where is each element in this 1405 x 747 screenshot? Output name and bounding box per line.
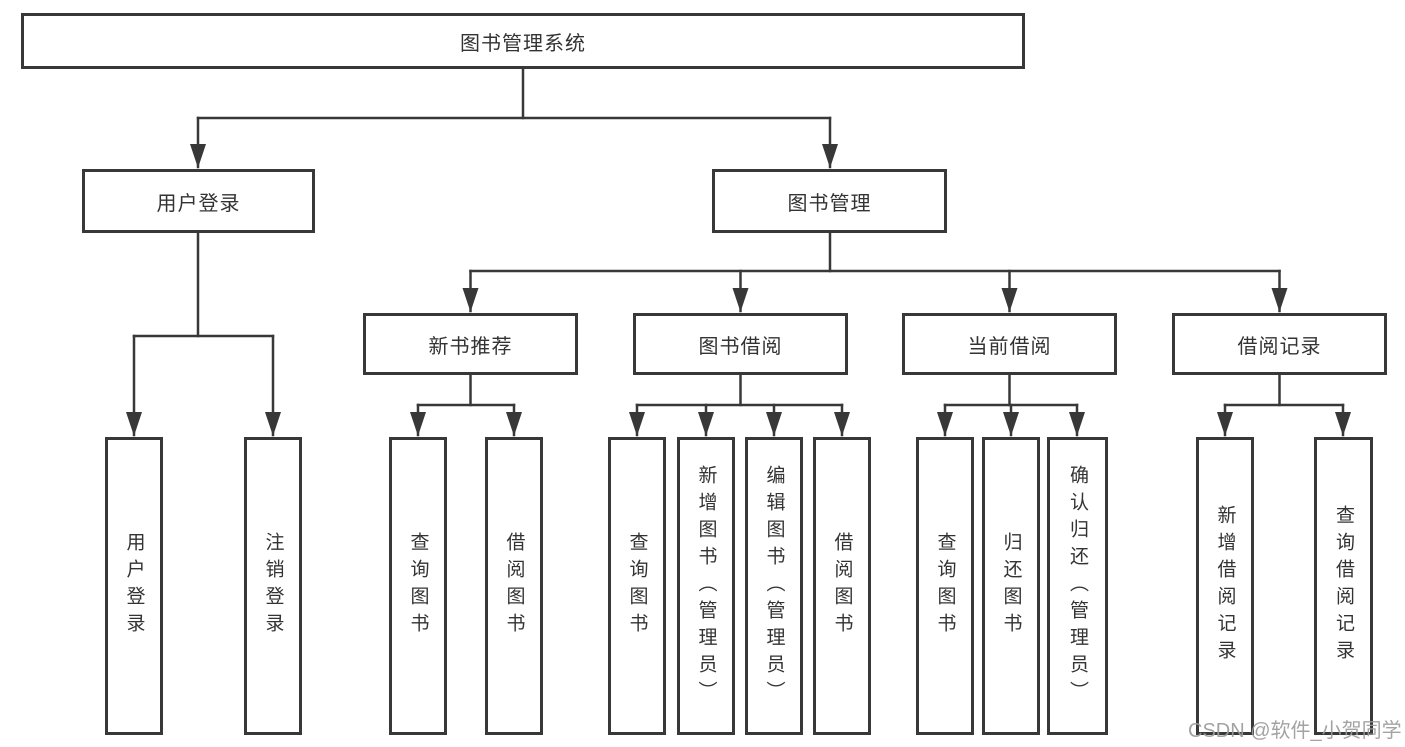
leaf-add-borrow-record-label: 新增借阅记录 xyxy=(1214,505,1236,667)
leaf-add-borrow-record: 新增借阅记录 xyxy=(1196,437,1254,735)
leaf-borrow-books-recommend-label: 借阅图书 xyxy=(503,532,525,640)
node-book-borrowing-label: 图书借阅 xyxy=(698,335,783,358)
node-user-login: 用户登录 xyxy=(82,169,315,233)
leaf-return-book-label: 归还图书 xyxy=(1000,532,1022,640)
node-current-borrowing-label: 当前借阅 xyxy=(967,335,1052,358)
leaf-edit-book-admin-label: 编辑图书（管理员） xyxy=(763,464,785,708)
leaf-query-books-recommend: 查询图书 xyxy=(389,437,447,735)
node-root-system-label: 图书管理系统 xyxy=(460,32,586,55)
leaf-borrow-books-recommend: 借阅图书 xyxy=(485,437,543,735)
leaf-query-books-borrowing-label: 查询图书 xyxy=(626,532,648,640)
node-book-borrowing: 图书借阅 xyxy=(633,313,848,375)
node-new-book-recommend: 新书推荐 xyxy=(363,313,578,375)
node-new-book-recommend-label: 新书推荐 xyxy=(428,335,513,358)
leaf-borrow-books: 借阅图书 xyxy=(813,437,871,735)
leaf-logout-login: 注销登录 xyxy=(244,437,302,735)
leaf-query-books-recommend-label: 查询图书 xyxy=(407,532,429,640)
leaf-query-books-borrowing: 查询图书 xyxy=(608,437,666,735)
leaf-borrow-books-label: 借阅图书 xyxy=(831,532,853,640)
csdn-watermark: CSDN @软件_小贺同学 xyxy=(1188,720,1402,742)
leaf-query-books-current: 查询图书 xyxy=(916,437,974,735)
node-book-management-label: 图书管理 xyxy=(787,192,872,215)
node-current-borrowing: 当前借阅 xyxy=(902,313,1117,375)
leaf-confirm-return-admin-label: 确认归还（管理员） xyxy=(1067,464,1088,708)
leaf-user-login-label: 用户登录 xyxy=(123,532,145,640)
node-book-management: 图书管理 xyxy=(712,169,947,233)
leaf-add-book-admin-label: 新增图书（管理员） xyxy=(695,464,717,708)
node-borrowing-records: 借阅记录 xyxy=(1172,313,1387,375)
leaf-return-book: 归还图书 xyxy=(982,437,1040,735)
leaf-logout-login-label: 注销登录 xyxy=(262,532,284,640)
leaf-confirm-return-admin: 确认归还（管理员） xyxy=(1047,437,1108,735)
node-root-system: 图书管理系统 xyxy=(21,13,1025,69)
leaf-query-borrow-record: 查询借阅记录 xyxy=(1314,437,1373,735)
leaf-user-login: 用户登录 xyxy=(105,437,163,735)
leaf-edit-book-admin: 编辑图书（管理员） xyxy=(745,437,803,735)
leaf-add-book-admin: 新增图书（管理员） xyxy=(677,437,735,735)
leaf-query-books-current-label: 查询图书 xyxy=(934,532,956,640)
leaf-query-borrow-record-label: 查询借阅记录 xyxy=(1333,505,1354,667)
node-user-login-label: 用户登录 xyxy=(156,192,241,215)
node-borrowing-records-label: 借阅记录 xyxy=(1237,335,1322,358)
